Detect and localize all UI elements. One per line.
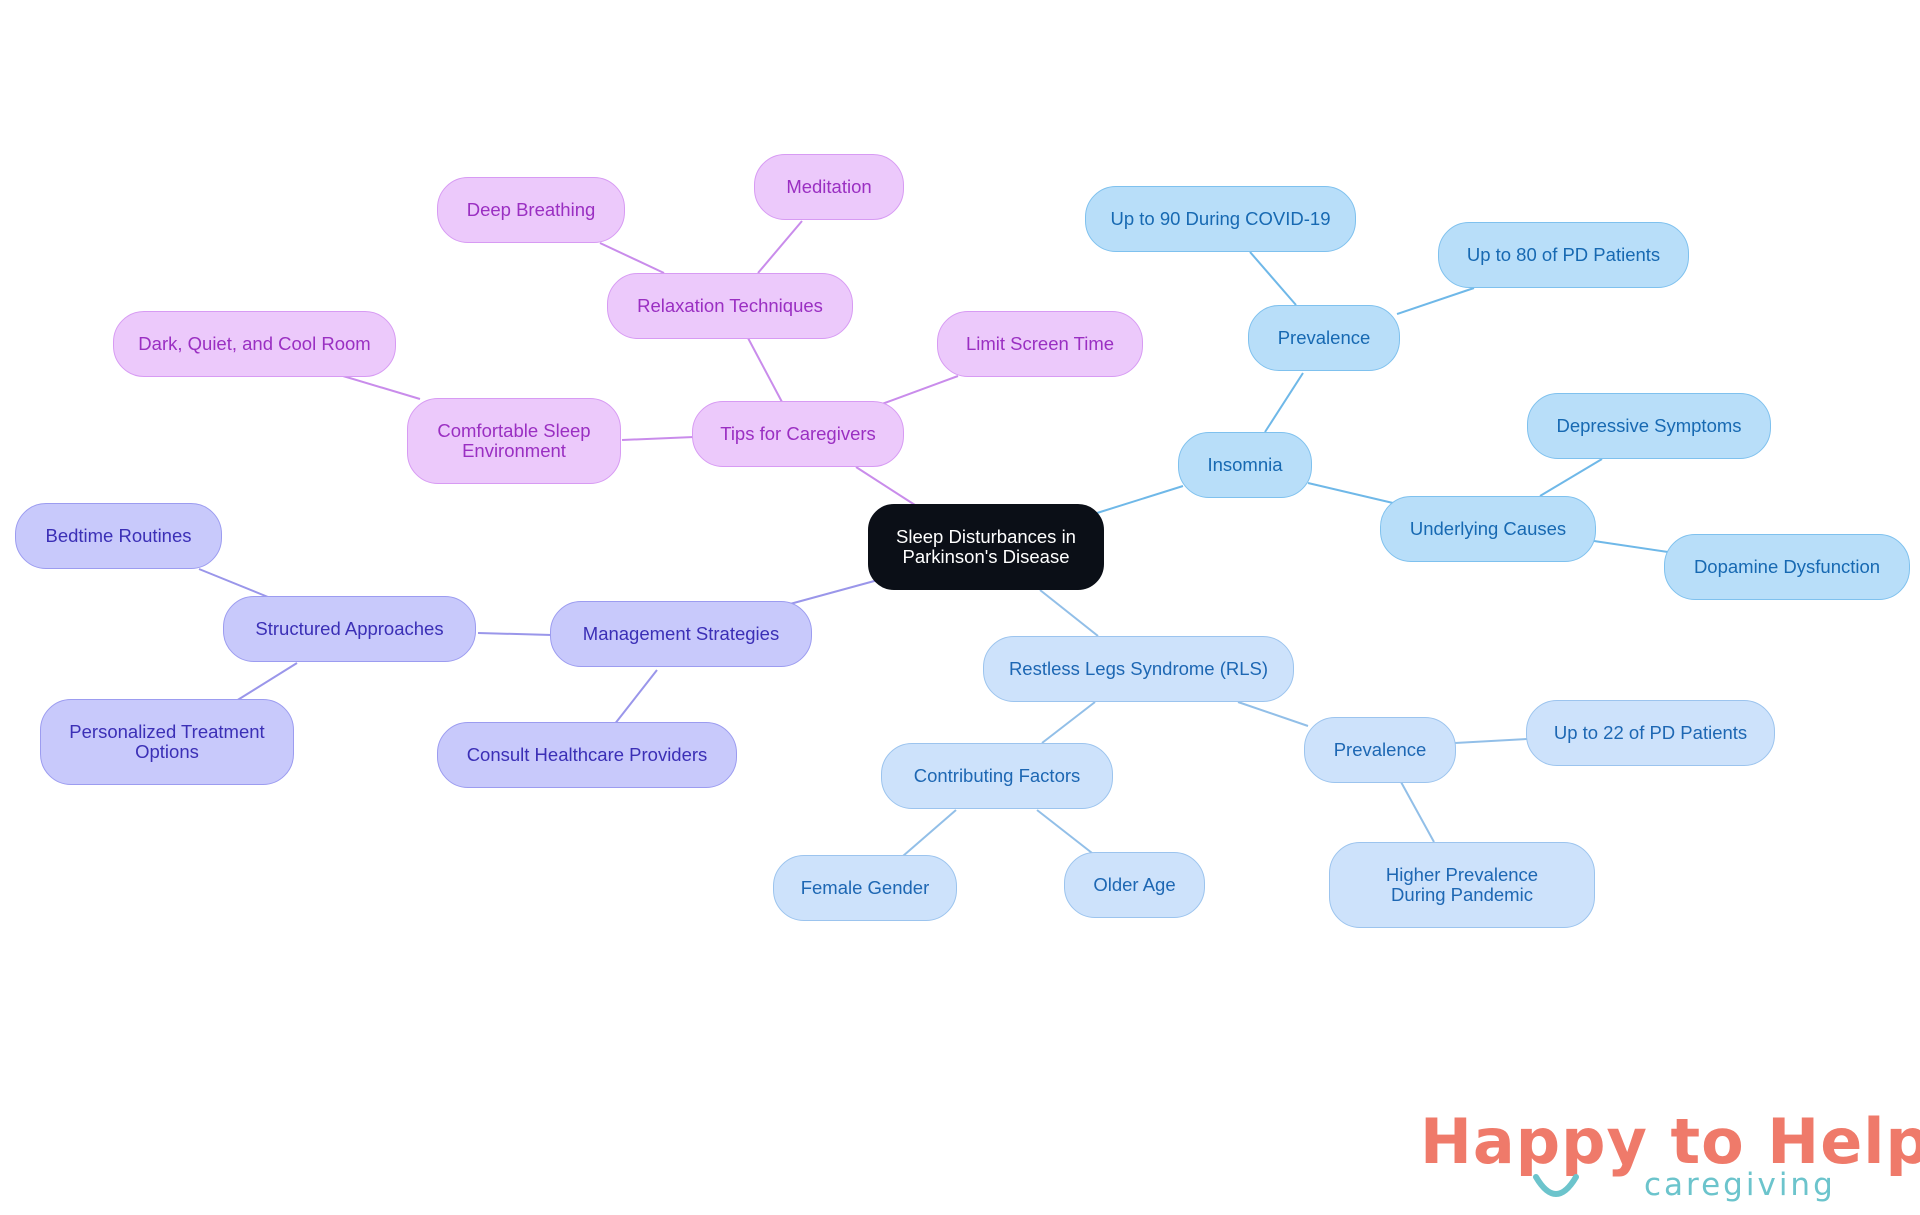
edge-factors-female	[902, 809, 957, 857]
edge-mgmt-structured	[477, 632, 553, 636]
node-relaxation-techniques[interactable]: Relaxation Techniques	[607, 273, 853, 339]
node-restless-legs-syndrome[interactable]: Restless Legs Syndrome (RLS)	[983, 636, 1294, 702]
edge-relax-meditation	[757, 220, 803, 274]
edge-prev-pd22	[1454, 738, 1528, 744]
node-tips-for-caregivers[interactable]: Tips for Caregivers	[692, 401, 904, 467]
node-label: Underlying Causes	[1409, 518, 1567, 539]
edge-prev-pandemic	[1400, 781, 1435, 843]
node-label: Bedtime Routines	[45, 525, 192, 546]
node-depressive-symptoms[interactable]: Depressive Symptoms	[1527, 393, 1771, 459]
node-label: Tips for Caregivers	[720, 423, 876, 444]
node-dark-quiet-cool-room[interactable]: Dark, Quiet, and Cool Room	[113, 311, 396, 377]
node-label: Female Gender	[800, 877, 930, 898]
node-personalized-treatment-options[interactable]: Personalized Treatment Options	[40, 699, 294, 785]
node-label: Up to 80 of PD Patients	[1466, 244, 1661, 265]
node-underlying-causes[interactable]: Underlying Causes	[1380, 496, 1596, 562]
node-label: Structured Approaches	[255, 618, 444, 639]
node-management-strategies[interactable]: Management Strategies	[550, 601, 812, 667]
node-rls-prevalence[interactable]: Prevalence	[1304, 717, 1456, 783]
edge-causes-depressive	[1539, 458, 1603, 497]
edge-root-rls	[1039, 589, 1099, 637]
edge-prev-pd80	[1396, 287, 1475, 315]
edge-mgmt-consult	[613, 669, 658, 726]
edge-root-tips	[855, 466, 916, 506]
node-label: Up to 22 of PD Patients	[1553, 722, 1748, 743]
edge-insomnia-prev	[1264, 372, 1304, 433]
node-structured-approaches[interactable]: Structured Approaches	[223, 596, 476, 662]
node-limit-screen-time[interactable]: Limit Screen Time	[937, 311, 1143, 377]
edge-relax-breathing	[599, 242, 665, 274]
node-comfortable-sleep-environment[interactable]: Comfortable Sleep Environment	[407, 398, 621, 484]
node-older-age[interactable]: Older Age	[1064, 852, 1205, 918]
logo-subtitle: caregiving	[1644, 1167, 1836, 1203]
node-insomnia-prevalence[interactable]: Prevalence	[1248, 305, 1400, 371]
node-label: Meditation	[786, 176, 872, 197]
node-label: Personalized Treatment Options	[69, 721, 265, 762]
node-label: Comfortable Sleep Environment	[437, 420, 591, 461]
edge-insomnia-causes	[1307, 482, 1394, 504]
node-label: Management Strategies	[582, 623, 780, 644]
edge-root-mgmt	[789, 579, 879, 605]
node-consult-healthcare-providers[interactable]: Consult Healthcare Providers	[437, 722, 737, 788]
node-up-to-80-pd[interactable]: Up to 80 of PD Patients	[1438, 222, 1689, 288]
node-female-gender[interactable]: Female Gender	[773, 855, 957, 921]
node-bedtime-routines[interactable]: Bedtime Routines	[15, 503, 222, 569]
node-label: Up to 90 During COVID-19	[1110, 208, 1331, 229]
edge-prev-covid	[1249, 251, 1297, 306]
node-insomnia[interactable]: Insomnia	[1178, 432, 1312, 498]
node-label: Older Age	[1093, 874, 1176, 895]
node-contributing-factors[interactable]: Contributing Factors	[881, 743, 1113, 809]
edge-tips-relax	[747, 337, 783, 403]
edge-factors-older	[1036, 809, 1093, 854]
node-label: Prevalence	[1333, 739, 1427, 760]
smile-icon	[1533, 1174, 1579, 1197]
happy-to-help-logo: Happy to Help caregiving	[1420, 1105, 1920, 1205]
edge-rls-factors	[1041, 701, 1096, 744]
logo-title: Happy to Help	[1420, 1105, 1920, 1178]
node-dopamine-dysfunction[interactable]: Dopamine Dysfunction	[1664, 534, 1910, 600]
root-node[interactable]: Sleep Disturbances in Parkinson's Diseas…	[868, 504, 1104, 590]
edge-tips-screen	[881, 375, 959, 405]
root-label: Sleep Disturbances in Parkinson's Diseas…	[896, 526, 1076, 567]
edge-root-insomnia	[1096, 485, 1184, 514]
node-label: Insomnia	[1207, 454, 1283, 475]
node-up-to-90-covid[interactable]: Up to 90 During COVID-19	[1085, 186, 1356, 252]
node-deep-breathing[interactable]: Deep Breathing	[437, 177, 625, 243]
node-label: Limit Screen Time	[965, 333, 1115, 354]
node-meditation[interactable]: Meditation	[754, 154, 904, 220]
edge-env-dark	[342, 375, 421, 400]
edge-causes-dopamine	[1593, 540, 1669, 553]
node-label: Depressive Symptoms	[1556, 415, 1742, 436]
edge-tips-env	[621, 436, 695, 441]
node-label: Relaxation Techniques	[637, 295, 823, 316]
node-label: Dark, Quiet, and Cool Room	[138, 333, 371, 354]
node-label: Dopamine Dysfunction	[1693, 556, 1881, 577]
node-label: Consult Healthcare Providers	[466, 744, 708, 765]
node-label: Restless Legs Syndrome (RLS)	[1008, 658, 1269, 679]
node-label: Deep Breathing	[466, 199, 596, 220]
node-label: Prevalence	[1277, 327, 1371, 348]
edge-structured-bedtime	[198, 568, 269, 598]
edge-rls-prev	[1237, 701, 1309, 727]
node-label: Contributing Factors	[913, 765, 1081, 786]
node-up-to-22-pd[interactable]: Up to 22 of PD Patients	[1526, 700, 1775, 766]
node-higher-prevalence-pandemic[interactable]: Higher Prevalence During Pandemic	[1329, 842, 1595, 928]
node-label: Higher Prevalence During Pandemic	[1385, 864, 1539, 905]
edge-structured-personal	[235, 662, 298, 702]
